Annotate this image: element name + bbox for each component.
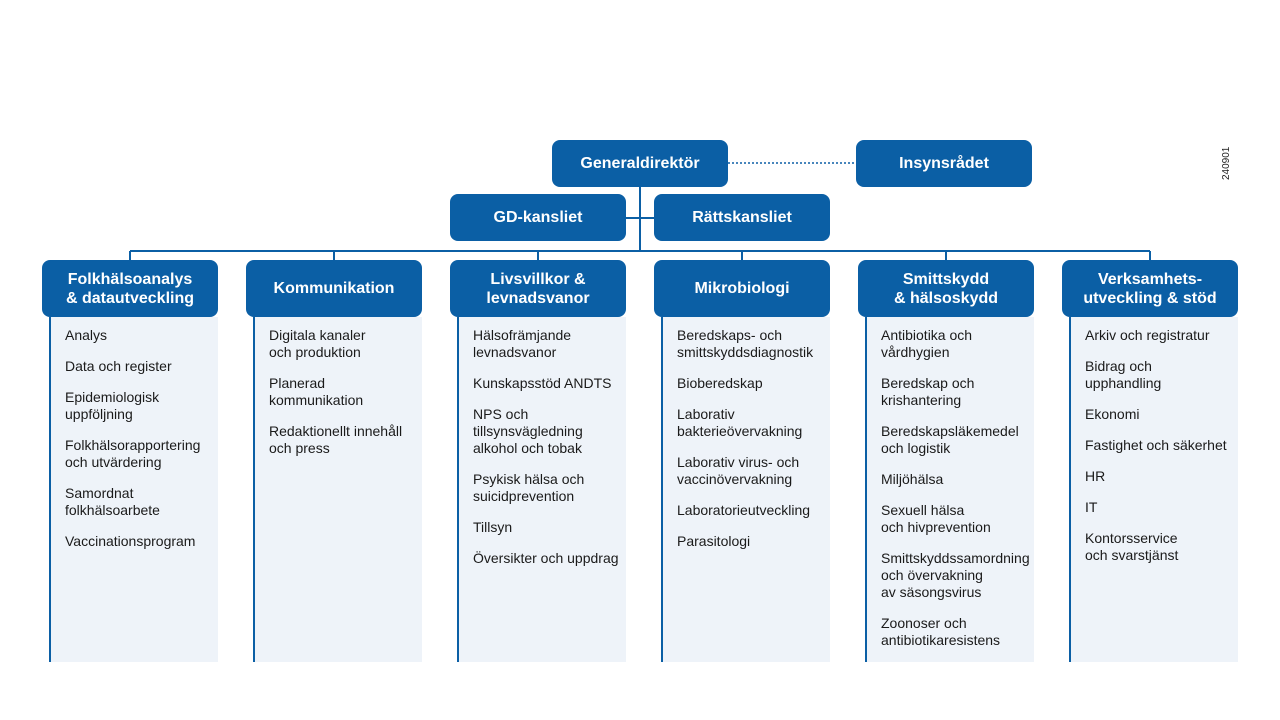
unit-item: Digitala kanaler och produktion [269,327,366,360]
unit-item: Laboratorieutveckling [677,502,811,518]
unit-item: NPS och tillsynsvägledning alkohol och t… [473,406,583,456]
unit-item: Psykisk hälsa och suicidprevention [473,471,585,504]
unit-item: Bidrag och upphandling [1085,358,1162,391]
department-title: Smittskydd & hälsoskydd [893,270,999,307]
department-panel [253,317,422,662]
unit-item: Samordnat folkhälsoarbete [65,485,160,518]
unit-item: Beredskapsläkemedel och logistik [881,423,1019,456]
unit-item: Sexuell hälsa och hivprevention [881,502,991,535]
unit-item: Fastighet och säkerhet [1085,437,1227,453]
department-box: Folkhälsoanalys & datautveckling [42,260,218,317]
unit-item: Tillsyn [473,519,513,535]
department-panel [865,317,1034,662]
unit-item: Planerad kommunikation [269,375,364,408]
unit-item: Laborativ bakterieövervakning [677,406,803,439]
department-box: Livsvillkor & levnadsvanor [450,260,626,317]
unit-item: Epidemiologisk uppföljning [65,389,160,422]
unit-item: IT [1085,499,1098,515]
board-box: Insynsrådet [856,140,1032,187]
unit-item: Ekonomi [1085,406,1140,422]
unit-item: Miljöhälsa [881,471,944,487]
staff-box-rattskansliet: Rättskansliet [654,194,830,241]
department-panel [457,317,626,662]
unit-item: Analys [65,327,108,343]
department-title: Verksamhets- utveckling & stöd [1083,270,1217,307]
unit-item: Arkiv och registratur [1085,327,1210,343]
department-box: Mikrobiologi [654,260,830,317]
department-box: Smittskydd & hälsoskydd [858,260,1034,317]
unit-item: Data och register [65,358,172,374]
department-title: Folkhälsoanalys & datautveckling [65,270,195,307]
unit-item: Vaccinationsprogram [65,533,196,549]
unit-item: Hälsofrämjande levnadsvanor [473,327,572,360]
director-box: Generaldirektör [552,140,728,187]
department-box: Kommunikation [246,260,422,317]
department-title: Livsvillkor & levnadsvanor [486,270,590,307]
unit-item: Laborativ virus- och vaccinövervakning [677,454,800,487]
department-panel [661,317,830,662]
unit-item: HR [1085,468,1106,484]
unit-item: Kontorsservice och svarstjänst [1085,530,1179,563]
unit-item: Bioberedskap [677,375,763,391]
department-panel [49,317,218,662]
director-label: Generaldirektör [580,155,700,172]
department-title: Kommunikation [273,280,395,297]
unit-item: Översikter och uppdrag [473,550,619,566]
unit-item: Parasitologi [677,533,751,549]
department-title: Mikrobiologi [694,280,790,297]
staff-label: GD-kansliet [493,209,583,226]
staff-box-gd-kansliet: GD-kansliet [450,194,626,241]
unit-item: Antibiotika och vårdhygien [881,327,973,360]
unit-item: Kunskapsstöd ANDTS [473,375,612,391]
unit-item: Beredskap och krishantering [881,375,975,408]
unit-item: Folkhälsorapportering och utvärdering [65,437,201,470]
unit-item: Beredskaps- och smittskyddsdiagnostik [677,327,814,360]
unit-item: Redaktionellt innehåll och press [269,423,403,456]
staff-label: Rättskansliet [692,209,792,226]
department-panel [1069,317,1238,662]
unit-item: Zoonoser och antibiotikaresistens [881,615,1001,648]
document-code: 240901 [1221,146,1232,180]
board-label: Insynsrådet [899,155,989,172]
unit-item: Smittskyddssamordning och övervakning av… [881,550,1030,600]
department-box: Verksamhets- utveckling & stöd [1062,260,1238,317]
